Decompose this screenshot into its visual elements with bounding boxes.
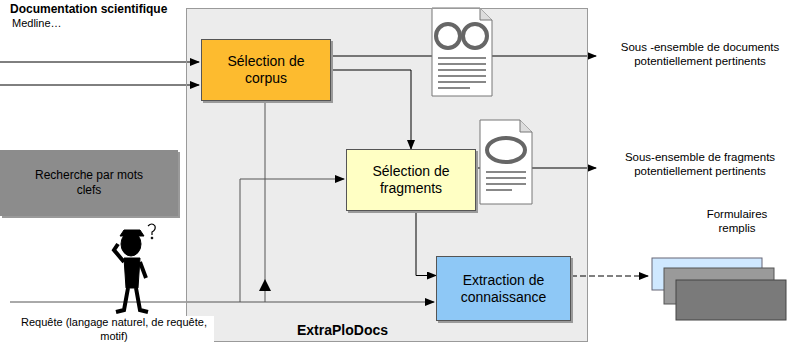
input-box: Recherche par mots clefs bbox=[0, 150, 178, 216]
request-line bbox=[265, 101, 266, 302]
forms-stack bbox=[652, 258, 786, 320]
source-name: Medline… bbox=[12, 17, 132, 31]
box-text: Extraction de connaissance bbox=[445, 272, 562, 306]
documents-icon bbox=[432, 8, 492, 96]
person-figure bbox=[114, 224, 155, 312]
flow-arrow bbox=[416, 211, 436, 276]
system-boundary: ExtraPloDocs Sélection de corpusSélection… bbox=[186, 8, 588, 342]
request-line bbox=[240, 179, 344, 302]
box-text: Sélection de fragments bbox=[355, 163, 467, 197]
source-title: Documentation scientifique bbox=[10, 2, 190, 17]
request-line bbox=[10, 302, 434, 303]
flow-arrow bbox=[331, 70, 411, 149]
output-label: Sous-ensemble de fragments potentielleme… bbox=[600, 150, 800, 179]
request-label: Requête (langage naturel, de requête, mo… bbox=[14, 316, 214, 344]
arrow-head bbox=[259, 279, 271, 291]
box-text: Sélection de corpus bbox=[210, 53, 322, 87]
process-box: Extraction de connaissance bbox=[436, 256, 571, 321]
box-text: Recherche par mots clefs bbox=[30, 168, 148, 198]
output-label: Formulaires remplis bbox=[692, 207, 782, 236]
system-fill bbox=[186, 8, 588, 342]
fragment-icon bbox=[480, 120, 532, 204]
process-box: Sélection de corpus bbox=[201, 39, 331, 101]
output-label: Sous -ensemble de documents potentiellem… bbox=[600, 40, 800, 69]
input-arrow bbox=[0, 85, 199, 86]
process-box: Sélection de fragments bbox=[346, 149, 476, 211]
system-title: ExtraPloDocs bbox=[297, 322, 388, 338]
input-arrow bbox=[0, 62, 199, 63]
output-arrow bbox=[571, 276, 648, 277]
